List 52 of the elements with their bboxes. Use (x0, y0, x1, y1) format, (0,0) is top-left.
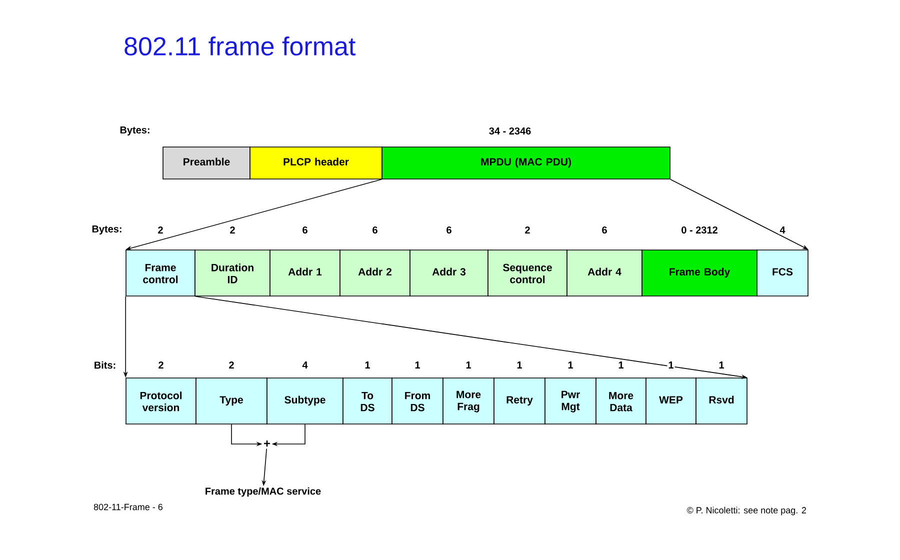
field-box: More Frag (442, 378, 494, 424)
caption-text: Frame type/MAC service (206, 487, 321, 497)
title: 802.11 frame format (124, 36, 356, 56)
size-label: 2 (228, 360, 236, 370)
size-label: 1 (667, 360, 675, 370)
size-label: 2 (228, 226, 236, 234)
size-label: 2 (524, 226, 532, 234)
size-label: 1 (364, 360, 372, 370)
size-label: 34 - 2346 (488, 126, 532, 136)
size-label: 6 (301, 225, 309, 235)
size-label: 6 (600, 225, 608, 235)
field-box: MPDU (MAC PDU) (382, 146, 670, 180)
field-box: Type (196, 378, 268, 424)
field-box: From DS (392, 378, 444, 424)
field-box: Retry (494, 378, 546, 424)
field-box: Duration ID (194, 250, 270, 296)
field-box: PLCP header (250, 146, 382, 180)
size-label: 1 (617, 360, 625, 370)
field-box: FCS (756, 250, 808, 296)
size-label: 6 (371, 225, 379, 235)
field-box: Addr 2 (340, 250, 410, 296)
size-label: 1 (718, 360, 726, 370)
size-label: 0 - 2312 (680, 225, 719, 235)
bits-label: Bits: (94, 361, 116, 369)
bytes-label: Bytes: (92, 226, 122, 234)
field-box: Protocol version (126, 378, 196, 424)
field-box: Subtype (266, 378, 344, 424)
field-box: Rsvd (696, 378, 748, 424)
size-label: 2 (156, 226, 164, 234)
bytes-label: Bytes: (120, 126, 150, 136)
copyright-note: © P. Nicoletti: see note pag. 2 (686, 506, 806, 516)
field-box: Sequence control (488, 250, 568, 296)
size-label: 1 (566, 360, 574, 370)
field-box: More Data (596, 378, 646, 424)
size-label: 4 (301, 360, 309, 370)
field-box: Addr 3 (410, 250, 488, 296)
plus-sign: + (264, 440, 270, 447)
field-box: To DS (342, 378, 392, 424)
size-label: 1 (464, 360, 472, 370)
field-box: Addr 1 (270, 250, 340, 296)
size-label: 1 (516, 360, 524, 370)
size-label: 1 (414, 360, 422, 370)
size-label: 2 (157, 360, 165, 370)
footer-text: 802-11-Frame - 6 (94, 504, 162, 510)
size-label: 6 (445, 225, 453, 235)
field-box: Frame control (126, 250, 196, 296)
field-box: WEP (646, 378, 696, 424)
field-box: Addr 4 (566, 250, 642, 296)
field-box: Frame Body (642, 250, 758, 296)
field-box: Pwr Mgt (544, 378, 596, 424)
field-box: Preamble (162, 146, 250, 180)
size-label: 4 (778, 226, 786, 234)
